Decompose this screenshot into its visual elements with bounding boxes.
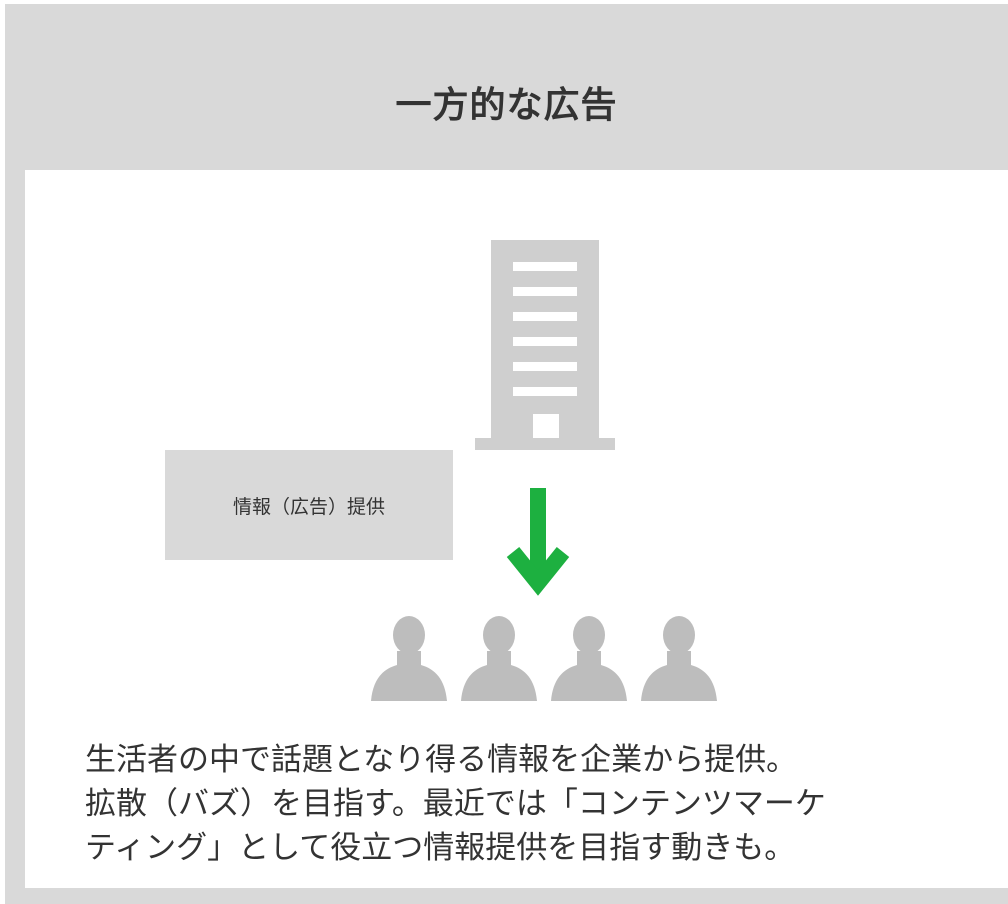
office-building-icon bbox=[475, 240, 615, 450]
description: 生活者の中で話題となり得る情報を企業から提供。 拡散（バズ）を目指す。最近では「… bbox=[85, 738, 985, 870]
building-base bbox=[475, 438, 615, 450]
building-windows bbox=[513, 262, 577, 396]
person-icon bbox=[641, 616, 717, 701]
building-door bbox=[533, 414, 559, 438]
person-icon bbox=[551, 616, 627, 701]
info-provision-label: 情報（広告）提供 bbox=[165, 450, 453, 560]
down-arrow-icon bbox=[506, 488, 570, 596]
diagram-panel: 情報（広告）提供 bbox=[25, 170, 1008, 888]
description-line: ティング」として役立つ情報提供を目指す動きも。 bbox=[85, 830, 796, 866]
card: 一方的な広告 情報（広告）提供 bbox=[5, 4, 1008, 904]
person-icon bbox=[371, 616, 447, 701]
person-icon bbox=[461, 616, 537, 701]
card-title: 一方的な広告 bbox=[395, 85, 618, 126]
description-line: 生活者の中で話題となり得る情報を企業から提供。 bbox=[85, 742, 798, 778]
description-line: 拡散（バズ）を目指す。最近では「コンテンツマーケ bbox=[85, 786, 826, 822]
